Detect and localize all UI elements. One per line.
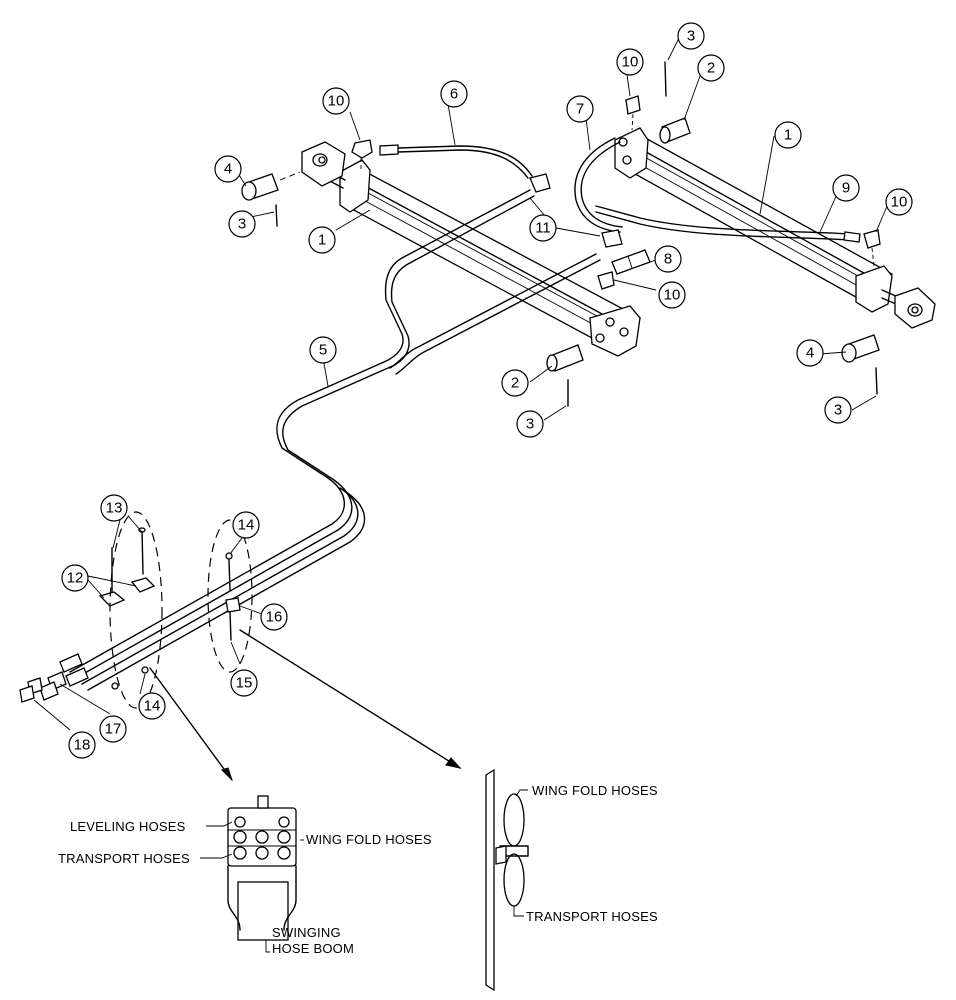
hose-item-9 xyxy=(843,231,861,243)
callout-5: 5 xyxy=(309,336,337,364)
fitting-item-8 xyxy=(611,249,651,275)
detail-arrow-left xyxy=(149,667,233,781)
callout-7: 7 xyxy=(566,95,594,123)
clamp-item-12 xyxy=(98,577,156,607)
fitting-item-10-right-top xyxy=(625,95,641,131)
callout-number: 10 xyxy=(328,93,345,110)
label-wing-fold-hoses-left: WING FOLD HOSES xyxy=(306,832,432,847)
callout-12: 12 xyxy=(61,564,89,592)
callout-17: 17 xyxy=(99,715,127,743)
callout-number: 2 xyxy=(707,60,715,77)
callout-number: 16 xyxy=(266,609,283,626)
callout-number: 10 xyxy=(891,194,908,211)
detail-ellipse-center xyxy=(207,519,253,673)
callout-number: 12 xyxy=(67,570,84,587)
callout-number: 1 xyxy=(318,232,326,249)
fitting-item-10-center xyxy=(597,271,615,290)
callout-number: 3 xyxy=(238,216,246,233)
callout-number: 14 xyxy=(144,698,161,715)
callout-2a: 2 xyxy=(697,54,725,82)
callout-6: 6 xyxy=(440,80,468,108)
fitting-item-18 xyxy=(19,677,43,703)
callout-number: 5 xyxy=(319,342,327,359)
callout-number: 1 xyxy=(784,127,792,144)
nut-item-14-left xyxy=(111,666,149,690)
label-leveling-hoses: LEVELING HOSES xyxy=(70,819,186,834)
label-transport-hoses-right: TRANSPORT HOSES xyxy=(526,909,658,924)
callout-number: 14 xyxy=(238,517,255,534)
callout-14a: 14 xyxy=(232,511,260,539)
callout-10d: 10 xyxy=(885,188,913,216)
callout-number: 8 xyxy=(664,251,672,268)
callout-1b: 1 xyxy=(774,121,802,149)
fitting-item-10-right xyxy=(863,229,881,267)
callout-9: 9 xyxy=(832,174,860,202)
callout-15: 15 xyxy=(230,669,258,697)
cotter-pin-3-right-top xyxy=(664,61,667,97)
hose-item-7 xyxy=(574,137,851,241)
fitting-item-10-left xyxy=(351,139,373,172)
callout-number: 17 xyxy=(105,721,122,738)
callout-number: 6 xyxy=(450,86,458,103)
callout-16: 16 xyxy=(260,603,288,631)
callout-number: 2 xyxy=(511,375,519,392)
callout-number: 15 xyxy=(236,675,253,692)
detail-arrow-right xyxy=(239,629,462,769)
pin-item-4-right xyxy=(841,334,880,363)
callout-number: 10 xyxy=(622,54,639,71)
callout-10a: 10 xyxy=(322,87,350,115)
callout-13: 13 xyxy=(100,494,128,522)
fitting-item-11 xyxy=(529,173,623,248)
callout-number: 18 xyxy=(74,737,91,754)
callout-18: 18 xyxy=(68,731,96,759)
callout-number: 3 xyxy=(834,402,842,419)
right-hydraulic-cylinder xyxy=(614,127,936,329)
callout-1a: 1 xyxy=(308,226,336,254)
clip-item-16 xyxy=(225,597,241,613)
callout-number: 4 xyxy=(806,345,814,362)
callout-14b: 14 xyxy=(138,692,166,720)
callout-10b: 10 xyxy=(616,48,644,76)
label-transport-hoses-left: TRANSPORT HOSES xyxy=(58,851,190,866)
detail-ellipse-left xyxy=(109,511,163,709)
cotter-pin-3-right-bottom xyxy=(875,367,878,395)
callout-10c: 10 xyxy=(658,281,686,309)
callout-number: 13 xyxy=(106,500,123,517)
label-wing-fold-hoses-right: WING FOLD HOSES xyxy=(532,783,658,798)
callout-3a: 3 xyxy=(677,22,705,50)
label-swinging: SWINGING xyxy=(272,925,341,940)
callout-2b: 2 xyxy=(501,369,529,397)
pin-item-2-center xyxy=(546,344,584,372)
left-hydraulic-cylinder xyxy=(301,141,642,357)
pin-item-4-left xyxy=(241,171,301,201)
callout-number: 3 xyxy=(526,416,534,433)
detail-hose-boom-front-view xyxy=(200,795,304,953)
callout-number: 9 xyxy=(842,180,850,197)
callout-3d: 3 xyxy=(824,396,852,424)
callout-3c: 3 xyxy=(516,410,544,438)
leader-lines xyxy=(33,35,889,731)
label-hose-boom: HOSE BOOM xyxy=(272,941,354,956)
callout-11: 11 xyxy=(529,214,557,242)
bolt-item-14-center xyxy=(225,552,233,591)
callout-4b: 4 xyxy=(796,339,824,367)
fitting-item-17 xyxy=(39,671,67,701)
callout-number: 7 xyxy=(576,101,584,118)
bolt-item-15 xyxy=(229,611,232,641)
hose-bundle-item-5 xyxy=(59,189,601,691)
callout-number: 3 xyxy=(687,28,695,45)
cotter-pin-3-left-top xyxy=(275,204,278,227)
callout-4a: 4 xyxy=(214,155,242,183)
pin-item-2-right xyxy=(659,117,691,144)
hose-item-6 xyxy=(379,144,533,179)
callout-number: 11 xyxy=(535,220,551,237)
callout-number: 4 xyxy=(224,161,232,178)
callout-8: 8 xyxy=(654,245,682,273)
callout-number: 10 xyxy=(664,287,681,304)
detail-side-clamp-view xyxy=(485,768,529,992)
callout-3b: 3 xyxy=(228,210,256,238)
